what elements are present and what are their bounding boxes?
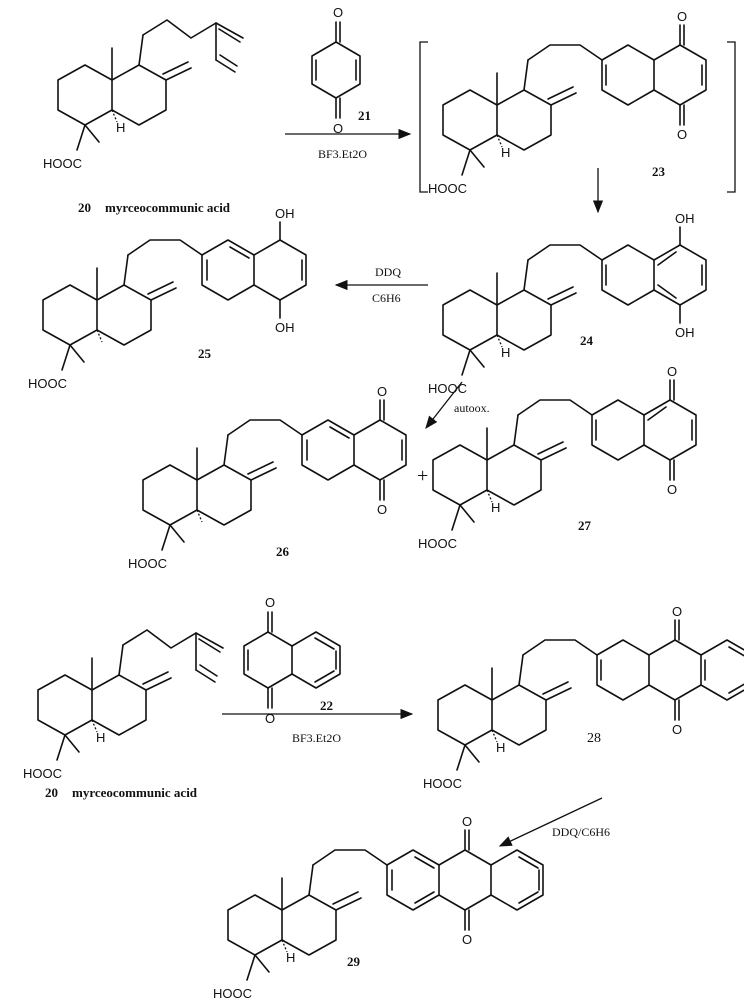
compound-23: O O HOOC H 23 [419, 9, 736, 196]
compound-25: OH OH HOOC 25 [28, 206, 307, 391]
oxygen-label: O [377, 502, 387, 517]
cooh-label: HOOC [43, 156, 82, 171]
oxygen-label: O [677, 9, 687, 24]
compound-number: 23 [652, 164, 666, 179]
compound-28: O O HOOC H 28 [423, 604, 744, 791]
compound-20-top: HOOC H 20 myrceocommunic acid [43, 19, 244, 215]
h-label: H [116, 120, 125, 135]
compound-24: OH OH HOOC H 24 [428, 211, 707, 396]
reagent-label: BF3.Et2O [318, 147, 367, 161]
compound-number: 27 [578, 518, 592, 533]
reagent-label: autoox. [454, 401, 490, 415]
oxygen-label: O [667, 364, 677, 379]
cooh-label: HOOC [28, 376, 67, 391]
compound-number: 26 [276, 544, 290, 559]
compound-26: O O HOOC 26 [128, 384, 407, 571]
cooh-label: HOOC [213, 986, 252, 1000]
reaction-arrow [425, 381, 463, 430]
compound-number: 24 [580, 333, 594, 348]
compound-number: 29 [347, 954, 361, 969]
compound-number: 28 [587, 731, 601, 746]
compound-name: myrceocommunic acid [72, 785, 198, 800]
reagent-label: C6H6 [372, 291, 401, 305]
compound-number: 22 [320, 698, 333, 713]
compound-number: 20 [45, 785, 58, 800]
compound-29: O O HOOC H 29 [213, 814, 544, 1000]
reagent-label: DDQ [375, 265, 401, 279]
oxygen-label: O [672, 722, 682, 737]
h-label: H [496, 740, 505, 755]
cooh-label: HOOC [418, 536, 457, 551]
oxygen-label: O [462, 814, 472, 829]
hydroxyl-label: OH [275, 206, 295, 221]
h-label: H [501, 345, 510, 360]
compound-20-bottom: HOOC H 20 myrceocommunic acid [23, 629, 224, 800]
oxygen-label: O [377, 384, 387, 399]
oxygen-label: O [667, 482, 677, 497]
reagent-label: DDQ/C6H6 [552, 825, 610, 839]
cooh-label: HOOC [428, 181, 467, 196]
oxygen-label: O [462, 932, 472, 947]
cooh-label: HOOC [128, 556, 167, 571]
compound-22: O O 22 [243, 595, 341, 726]
oxygen-label: O [677, 127, 687, 142]
compound-number: 21 [358, 108, 371, 123]
cooh-label: HOOC [23, 766, 62, 781]
cooh-label: HOOC [423, 776, 462, 791]
hydroxyl-label: OH [675, 211, 695, 226]
oxygen-label: O [333, 5, 343, 20]
oxygen-label: O [265, 711, 275, 726]
compound-number: 20 [78, 200, 91, 215]
compound-name: myrceocommunic acid [105, 200, 231, 215]
plus-sign: + [417, 465, 428, 487]
h-label: H [96, 730, 105, 745]
oxygen-label: O [265, 595, 275, 610]
h-label: H [286, 950, 295, 965]
h-label: H [501, 145, 510, 160]
compound-27: O O HOOC H 27 [418, 364, 697, 551]
h-label: H [491, 500, 500, 515]
oxygen-label: O [333, 121, 343, 136]
reaction-arrow [498, 797, 603, 847]
oxygen-label: O [672, 604, 682, 619]
hydroxyl-label: OH [675, 325, 695, 340]
cooh-label: HOOC [428, 381, 467, 396]
compound-21: O O 21 [311, 5, 371, 136]
hydroxyl-label: OH [275, 320, 295, 335]
compound-number: 25 [198, 346, 212, 361]
reagent-label: BF3.Et2O [292, 731, 341, 745]
